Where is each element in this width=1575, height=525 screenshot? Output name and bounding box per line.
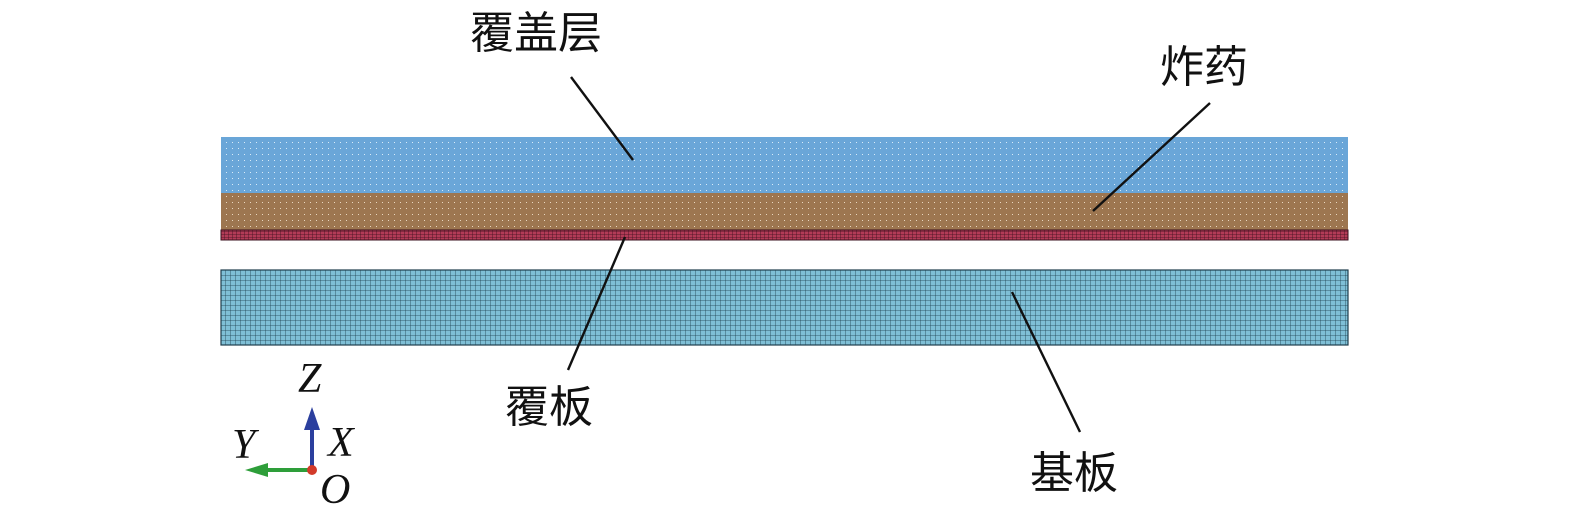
- leader-line-flyer-plate: [566, 236, 627, 371]
- base-plate-block: [220, 269, 1349, 346]
- axis-label-origin: O: [320, 467, 350, 513]
- explosive-layer-block: [221, 193, 1348, 230]
- z-axis-arrowhead: [304, 407, 320, 430]
- label-flyer-plate: 覆板: [505, 382, 593, 433]
- coordinate-triad: Z Y X O: [232, 356, 356, 513]
- origin-marker: [307, 465, 317, 475]
- label-base-plate: 基板: [1030, 448, 1118, 499]
- label-cover-layer: 覆盖层: [470, 8, 602, 59]
- axis-label-x: X: [326, 420, 356, 466]
- flyer-plate-block: [220, 229, 1349, 241]
- y-axis-arrowhead: [245, 463, 268, 477]
- axis-label-z: Z: [298, 356, 322, 402]
- leader-line-cover-layer: [570, 76, 634, 161]
- cover-layer-block: [221, 137, 1348, 193]
- leader-line-base-plate: [1010, 291, 1082, 433]
- axis-label-y: Y: [232, 422, 260, 468]
- leader-line-explosive: [1092, 102, 1211, 212]
- label-explosive: 炸药: [1160, 42, 1248, 93]
